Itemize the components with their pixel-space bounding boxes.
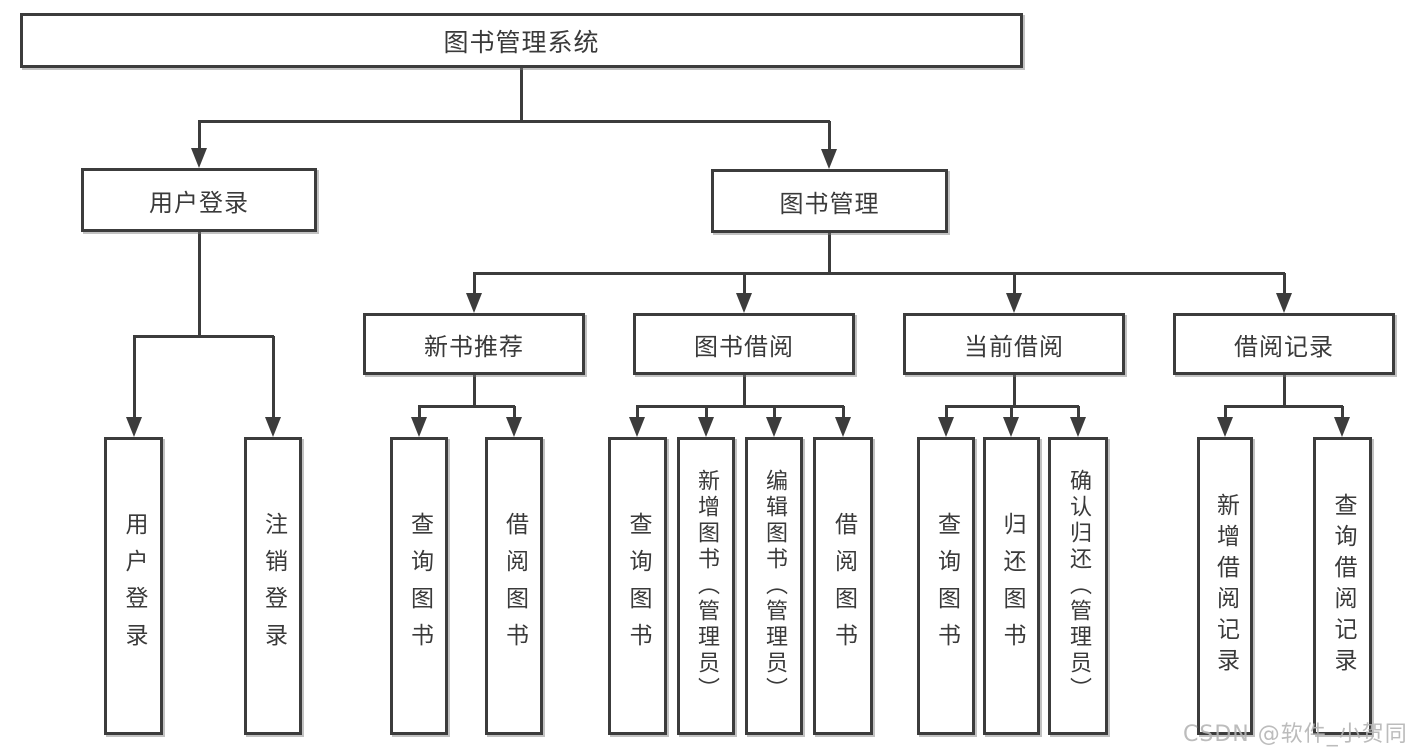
node-leaf-cb-confirm-return-admin: 确认归还（管理员） <box>1048 437 1108 735</box>
node-leaf-bb-edit-books-admin-label: 编辑图书（管理员） <box>762 469 787 703</box>
node-borrowing-records-label: 借阅记录 <box>1234 332 1334 361</box>
node-book-management-label: 图书管理 <box>779 189 880 218</box>
arrowhead-down-icon <box>466 293 482 313</box>
node-leaf-cb-return-books-label: 归还图书 <box>999 512 1025 660</box>
arrowhead-down-icon <box>821 149 837 169</box>
node-leaf-rec-borrow-books-label: 借阅图书 <box>501 512 528 660</box>
node-book-borrowing-label: 图书借阅 <box>694 332 794 361</box>
connector-vline <box>1283 375 1286 408</box>
node-leaf-cb-query-books-label: 查询图书 <box>933 512 960 660</box>
node-leaf-bb-query-books: 查询图书 <box>608 437 667 735</box>
node-leaf-bb-add-books-admin-label: 新增图书（管理员） <box>694 469 719 703</box>
connector-hline <box>198 120 830 123</box>
arrowhead-down-icon <box>191 148 207 168</box>
node-current-borrowing-label: 当前借阅 <box>964 332 1064 361</box>
connector-vline <box>1224 406 1227 419</box>
arrowhead-down-icon <box>835 417 851 437</box>
arrowhead-down-icon <box>1334 417 1350 437</box>
arrowhead-down-icon <box>698 417 714 437</box>
arrowhead-down-icon <box>126 417 142 437</box>
node-leaf-logout: 注销登录 <box>244 437 302 735</box>
arrowhead-down-icon <box>629 417 645 437</box>
connector-vline <box>520 68 523 123</box>
connector-vline <box>773 406 776 419</box>
connector-vline <box>1013 273 1016 295</box>
node-leaf-bb-edit-books-admin: 编辑图书（管理员） <box>745 437 803 735</box>
connector-vline <box>272 336 275 419</box>
node-leaf-br-add-record: 新增借阅记录 <box>1197 437 1253 735</box>
node-leaf-logout-label: 注销登录 <box>260 512 287 660</box>
connector-vline <box>1283 273 1286 295</box>
node-book-borrowing: 图书借阅 <box>633 313 855 375</box>
node-leaf-cb-return-books: 归还图书 <box>983 437 1040 735</box>
node-library-management-system: 图书管理系统 <box>20 13 1023 68</box>
node-leaf-cb-query-books: 查询图书 <box>917 437 975 735</box>
node-leaf-rec-query-books: 查询图书 <box>390 437 448 735</box>
connector-vline <box>418 406 421 419</box>
arrowhead-down-icon <box>1276 293 1292 313</box>
node-leaf-br-add-record-label: 新增借阅记录 <box>1212 493 1239 679</box>
node-user-login: 用户登录 <box>81 168 317 232</box>
node-borrowing-records: 借阅记录 <box>1173 313 1395 375</box>
connector-vline <box>473 273 476 295</box>
node-new-book-recommendation-label: 新书推荐 <box>424 332 524 361</box>
connector-hline <box>418 405 515 408</box>
arrowhead-down-icon <box>265 417 281 437</box>
node-leaf-bb-add-books-admin: 新增图书（管理员） <box>677 437 735 735</box>
connector-vline <box>743 273 746 295</box>
connector-vline <box>705 406 708 419</box>
node-leaf-rec-query-books-label: 查询图书 <box>406 512 433 660</box>
node-leaf-bb-borrow-books: 借阅图书 <box>813 437 873 735</box>
node-library-management-system-label: 图书管理系统 <box>443 27 600 57</box>
node-new-book-recommendation: 新书推荐 <box>363 313 585 375</box>
csdn-watermark: CSDN @软件_小贺同学 <box>1183 722 1405 747</box>
node-leaf-br-query-record-label: 查询借阅记录 <box>1330 493 1356 679</box>
node-leaf-user-login-label: 用户登录 <box>121 512 147 660</box>
arrowhead-down-icon <box>736 293 752 313</box>
connector-vline <box>636 406 639 419</box>
connector-vline <box>743 375 746 408</box>
connector-vline <box>828 121 831 151</box>
connector-vline <box>473 375 476 408</box>
node-leaf-br-query-record: 查询借阅记录 <box>1313 437 1372 735</box>
connector-vline <box>198 121 201 150</box>
connector-vline <box>842 406 845 419</box>
node-leaf-user-login: 用户登录 <box>104 437 163 735</box>
node-leaf-cb-confirm-return-admin-label: 确认归还（管理员） <box>1066 469 1091 703</box>
arrowhead-down-icon <box>1070 417 1086 437</box>
node-user-login-label: 用户登录 <box>149 188 249 217</box>
connector-hline <box>133 335 274 338</box>
connector-hline <box>473 272 1285 275</box>
connector-vline <box>198 232 201 338</box>
connector-vline <box>133 336 136 419</box>
arrowhead-down-icon <box>506 417 522 437</box>
arrowhead-down-icon <box>411 417 427 437</box>
node-book-management: 图书管理 <box>711 169 948 233</box>
arrowhead-down-icon <box>1217 417 1233 437</box>
node-leaf-bb-query-books-label: 查询图书 <box>625 512 651 660</box>
arrowhead-down-icon <box>766 417 782 437</box>
connector-vline <box>1010 406 1013 419</box>
node-leaf-rec-borrow-books: 借阅图书 <box>485 437 543 735</box>
connector-vline <box>945 406 948 419</box>
connector-vline <box>1013 375 1016 408</box>
connector-vline <box>1077 406 1080 419</box>
connector-vline <box>1341 406 1344 419</box>
arrowhead-down-icon <box>938 417 954 437</box>
node-leaf-bb-borrow-books-label: 借阅图书 <box>830 512 857 660</box>
node-current-borrowing: 当前借阅 <box>903 313 1125 375</box>
arrowhead-down-icon <box>1003 417 1019 437</box>
arrowhead-down-icon <box>1006 293 1022 313</box>
connector-hline <box>636 405 844 408</box>
connector-vline <box>828 233 831 275</box>
connector-vline <box>513 406 516 419</box>
